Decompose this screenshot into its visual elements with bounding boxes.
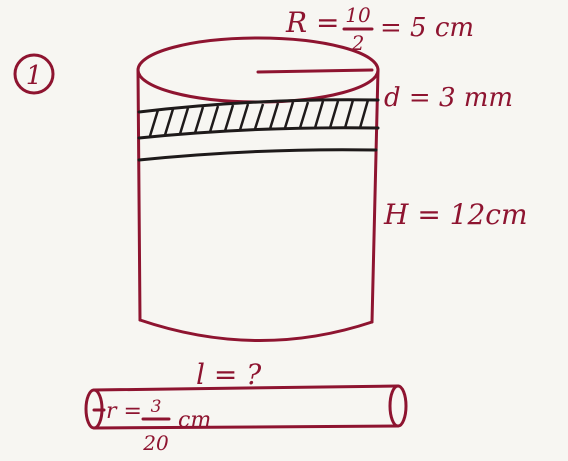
radius-frac-numerator: 10: [345, 3, 371, 27]
radius-frac-denominator: 2: [351, 31, 365, 55]
length-label: l = ?: [196, 358, 262, 391]
band-lower-line: [137, 148, 378, 162]
radius-label: R = 10 2 = 5 cm: [285, 3, 474, 55]
radius-rhs: = 5 cm: [380, 13, 474, 43]
band-bottom-line: [137, 126, 380, 140]
wire-top-edge: [92, 384, 400, 392]
radius-lhs: R =: [285, 6, 339, 39]
cylinder-right-side: [370, 68, 380, 324]
wire-rod: r = 3 20 cm: [84, 384, 408, 455]
cylinder-left-side: [136, 68, 142, 322]
height-label: H = 12cm: [383, 198, 528, 231]
band-hatching: [148, 99, 370, 137]
thickness-label: d = 3 mm: [384, 83, 513, 113]
problem-number-text: 1: [26, 61, 43, 91]
wire-radius-lhs: r =: [106, 399, 142, 424]
radius-line: [256, 68, 374, 74]
band-top-line: [137, 98, 380, 114]
cylinder-bottom-arc: [138, 318, 374, 342]
wire-radius-frac-numerator: 3: [151, 397, 162, 417]
wire-right-end: [388, 384, 408, 428]
cylinder: [136, 36, 380, 342]
wire-radius-frac-denominator: 20: [142, 431, 169, 455]
problem-number-circle: [13, 53, 55, 95]
problem-number: 1: [13, 53, 55, 95]
wire-bottom-edge: [92, 424, 400, 430]
wire-radius-unit: cm: [178, 408, 211, 433]
